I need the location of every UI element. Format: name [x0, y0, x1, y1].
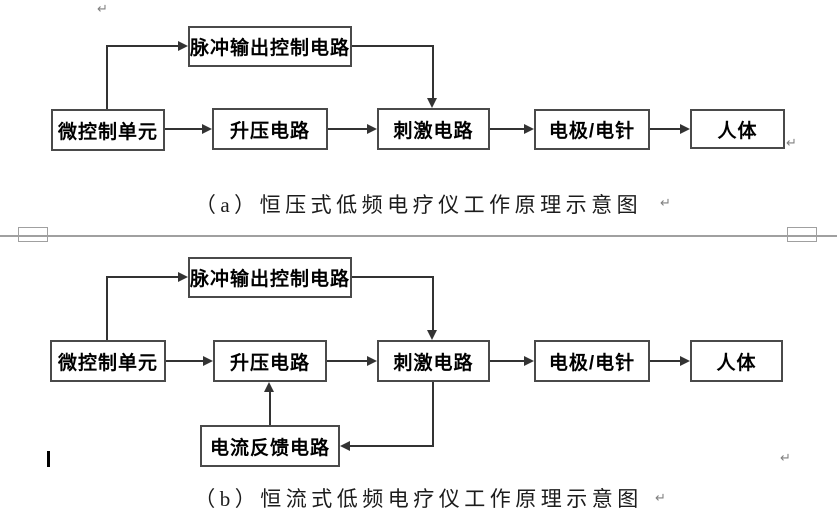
arrowhead-into-pulse-b [178, 272, 188, 282]
node-electrode-needle-a[interactable]: 电极/电针 [534, 109, 650, 150]
node-pulse-output-control-b[interactable]: 脉冲输出控制电路 [188, 257, 352, 298]
arrowhead-into-boost-bottom-b [264, 382, 274, 392]
arrowhead-into-stimulation-top-a [427, 98, 437, 108]
connector-mcu-up-a [106, 45, 108, 109]
paragraph-mark-icon: ↵ [97, 2, 108, 17]
node-current-feedback-b[interactable]: 电流反馈电路 [200, 425, 340, 467]
connector-pulse-down-a [432, 45, 434, 98]
arrowhead-into-electrode-b [524, 356, 534, 366]
connector-pulse-down-b [432, 276, 434, 330]
connector-mcu-up-b [106, 276, 108, 340]
connector-boost-stimulation-a [328, 128, 368, 130]
paragraph-mark-icon: ↵ [655, 491, 666, 506]
page-break-divider [0, 235, 837, 237]
connector-stimulation-electrode-b [490, 360, 525, 362]
connector-feedback-up-b [269, 392, 271, 425]
connector-pulse-right-b [352, 276, 434, 278]
node-electrode-needle-b[interactable]: 电极/电针 [534, 340, 650, 382]
connector-boost-stimulation-b [327, 360, 368, 362]
page-margin-bracket-right [787, 227, 817, 242]
connector-mcu-to-pulse-b [106, 276, 178, 278]
connector-to-feedback-b [350, 445, 434, 447]
connector-electrode-body-b [650, 360, 681, 362]
text-cursor [47, 451, 50, 467]
connector-mcu-to-pulse-a [106, 45, 178, 47]
arrowhead-into-electrode-a [524, 124, 534, 134]
node-stimulation-circuit-a[interactable]: 刺激电路 [377, 108, 490, 150]
node-boost-circuit-b[interactable]: 升压电路 [213, 340, 327, 382]
node-human-body-b[interactable]: 人体 [690, 340, 783, 382]
connector-mcu-boost-b [166, 360, 204, 362]
connector-pulse-right-a [352, 45, 434, 47]
arrowhead-into-feedback-b [340, 441, 350, 451]
arrowhead-into-body-b [680, 356, 690, 366]
arrowhead-into-boost-a [202, 124, 212, 134]
arrowhead-into-pulse-a [178, 41, 188, 51]
node-pulse-output-control-a[interactable]: 脉冲输出控制电路 [188, 26, 352, 67]
node-human-body-a[interactable]: 人体 [690, 109, 785, 149]
arrowhead-into-boost-b [203, 356, 213, 366]
arrowhead-into-stimulation-b [367, 356, 377, 366]
node-micro-control-unit-b[interactable]: 微控制单元 [50, 340, 166, 382]
paragraph-mark-icon: ↵ [780, 451, 791, 466]
node-stimulation-circuit-b[interactable]: 刺激电路 [377, 340, 490, 382]
connector-stimulation-electrode-a [490, 128, 525, 130]
paragraph-mark-icon: ↵ [660, 196, 671, 211]
page-margin-bracket-left [18, 227, 48, 242]
arrowhead-into-stimulation-a [367, 124, 377, 134]
connector-mcu-boost-a [165, 128, 203, 130]
node-micro-control-unit-a[interactable]: 微控制单元 [51, 109, 165, 151]
paragraph-mark-icon: ↵ [786, 136, 797, 151]
caption-diagram-b: （b）恒流式低频电疗仪工作原理示意图 [194, 487, 643, 511]
caption-diagram-a: （a）恒压式低频电疗仪工作原理示意图 [194, 193, 643, 217]
node-boost-circuit-a[interactable]: 升压电路 [212, 108, 328, 150]
arrowhead-into-stimulation-top-b [427, 330, 437, 340]
connector-electrode-body-a [650, 128, 681, 130]
arrowhead-into-body-a [680, 124, 690, 134]
connector-stimulation-down-b [432, 382, 434, 447]
